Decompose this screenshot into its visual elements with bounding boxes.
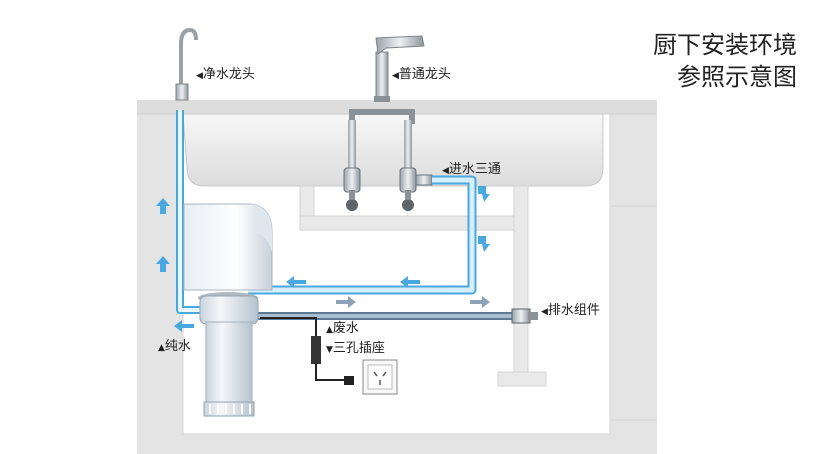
- label-socket: ▼三孔插座: [326, 341, 385, 356]
- faucet-supply-pipes: [343, 109, 433, 211]
- pointer-left-icon: ◀: [196, 71, 203, 81]
- water-lines: [176, 110, 477, 314]
- pointer-left-icon: ◀: [392, 71, 399, 81]
- waste-line: [250, 308, 538, 324]
- arrow-right-icon: [470, 296, 490, 308]
- arrow-down-icon: [478, 236, 490, 252]
- sink-basin: [182, 113, 604, 187]
- arrow-down-icon: [478, 186, 490, 202]
- arrow-up-icon: [156, 256, 170, 272]
- countertop: [137, 100, 657, 114]
- arrow-left-icon: [400, 276, 420, 288]
- pointer-up-icon: ▲: [158, 343, 165, 353]
- normal-faucet: [374, 35, 425, 102]
- flow-arrows: [156, 186, 490, 332]
- label-pure-water: ▲纯水: [158, 339, 191, 354]
- label-inlet-tee: ◀进水三通: [442, 162, 501, 177]
- title-line-1: 厨下安装环境: [653, 31, 797, 59]
- purified-faucet: [175, 27, 198, 101]
- wall-socket: [362, 359, 398, 395]
- arrow-left-icon: [286, 276, 306, 288]
- drain-pipes: [299, 185, 547, 387]
- power-adapter: [311, 336, 321, 364]
- power-plug: [344, 376, 354, 385]
- label-waste-water: ▲废水: [326, 321, 359, 336]
- filter-canister: [198, 292, 259, 417]
- pointer-left-icon: ◀: [442, 166, 449, 176]
- pointer-down-icon: ▼: [326, 345, 333, 355]
- power-cord: [260, 317, 354, 385]
- label-drain-kit: ◀排水组件: [541, 303, 600, 318]
- title-line-2: 参照示意图: [677, 63, 797, 91]
- label-normal-faucet: ◀普通龙头: [392, 67, 451, 82]
- pointer-up-icon: ▲: [326, 325, 333, 335]
- arrow-right-icon: [336, 296, 356, 308]
- label-purified-faucet: ◀净水龙头: [196, 67, 255, 82]
- arrow-left-icon: [174, 320, 194, 332]
- arrow-up-icon: [156, 198, 170, 214]
- purifier-unit: [183, 203, 273, 291]
- pointer-left-icon: ◀: [541, 307, 548, 317]
